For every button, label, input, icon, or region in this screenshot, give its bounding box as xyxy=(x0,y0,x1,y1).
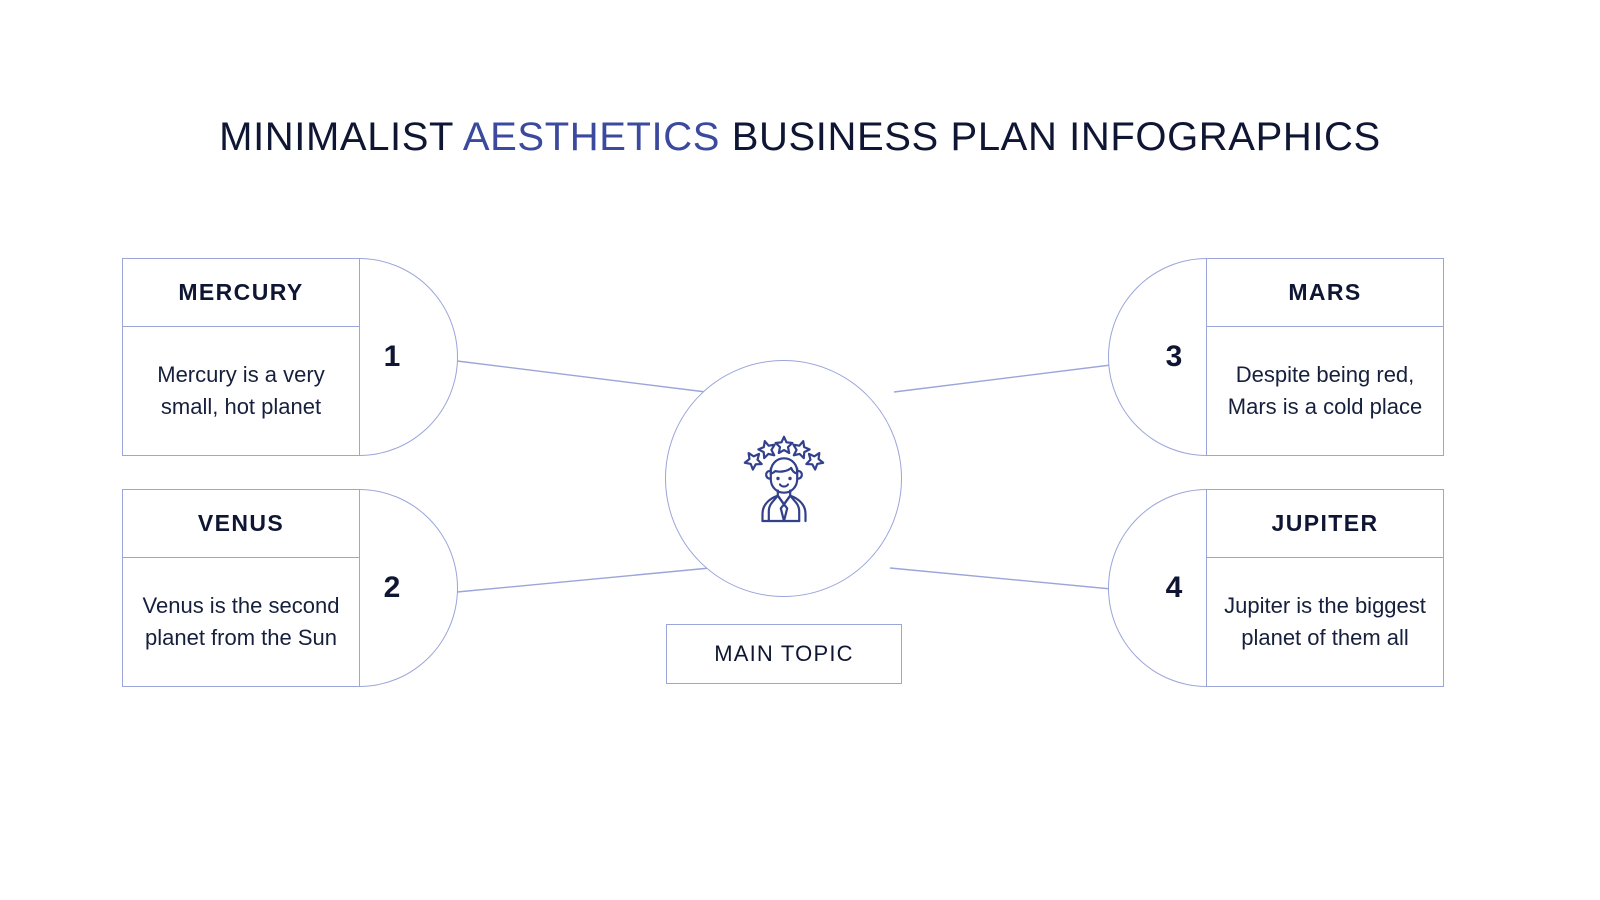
card-body-mars: MARS Despite being red, Mars is a cold p… xyxy=(1206,258,1444,456)
card-body-mercury: MERCURY Mercury is a very small, hot pla… xyxy=(122,258,360,456)
title-segment-accent: AESTHETICS xyxy=(462,114,721,159)
card-jupiter[interactable]: 4 JUPITER Jupiter is the biggest planet … xyxy=(1108,489,1444,687)
person-five-stars-icon xyxy=(743,435,824,522)
main-topic-box[interactable]: MAIN TOPIC xyxy=(666,624,902,684)
jacket-right-edge xyxy=(788,494,800,522)
card-text-mars: Despite being red, Mars is a cold place xyxy=(1227,362,1423,419)
main-topic-label: MAIN TOPIC xyxy=(714,641,854,666)
card-venus[interactable]: 2 VENUS Venus is the second planet from … xyxy=(122,489,458,687)
connector-line-1 xyxy=(456,360,707,393)
card-body-venus: VENUS Venus is the second planet from th… xyxy=(122,489,360,687)
ear-left xyxy=(764,469,772,480)
title-segment-1: MINIMALIST xyxy=(219,114,463,159)
card-text-jupiter: Jupiter is the biggest planet of them al… xyxy=(1224,593,1426,650)
connector-line-4 xyxy=(889,567,1144,593)
card-number-2: 2 xyxy=(383,571,401,604)
eye-left xyxy=(775,476,780,480)
stars-group xyxy=(743,435,824,471)
card-title-mars: MARS xyxy=(1207,259,1443,327)
card-number-badge-2: 2 xyxy=(359,489,458,687)
card-number-3: 3 xyxy=(1165,340,1183,373)
eye-right xyxy=(787,476,792,480)
connector-line-3 xyxy=(893,360,1144,393)
card-body-jupiter: JUPITER Jupiter is the biggest planet of… xyxy=(1206,489,1444,687)
card-mercury[interactable]: 1 MERCURY Mercury is a very small, hot p… xyxy=(122,258,458,456)
star-5 xyxy=(804,451,824,471)
card-number-badge-3: 3 xyxy=(1108,258,1207,456)
card-title-venus: VENUS xyxy=(123,490,359,558)
connector-line-2 xyxy=(456,567,711,593)
center-hub-circle xyxy=(665,360,902,597)
title-segment-2: BUSINESS PLAN INFOGRAPHICS xyxy=(720,114,1381,159)
star-4 xyxy=(791,439,811,459)
card-title-jupiter: JUPITER xyxy=(1207,490,1443,558)
mouth xyxy=(778,482,789,488)
shirt-lapel xyxy=(776,494,791,505)
ear-right xyxy=(795,469,803,480)
tie xyxy=(779,502,788,522)
card-text-mercury: Mercury is a very small, hot planet xyxy=(157,362,325,419)
card-number-badge-4: 4 xyxy=(1108,489,1207,687)
card-number-badge-1: 1 xyxy=(359,258,458,456)
card-mars[interactable]: 3 MARS Despite being red, Mars is a cold… xyxy=(1108,258,1444,456)
card-number-1: 1 xyxy=(383,340,401,373)
card-text-venus: Venus is the second planet from the Sun xyxy=(142,593,340,650)
star-2 xyxy=(756,439,776,459)
hair xyxy=(769,456,798,475)
page-title: MINIMALIST AESTHETICS BUSINESS PLAN INFO… xyxy=(0,115,1600,160)
card-number-4: 4 xyxy=(1165,571,1183,604)
jacket-left-edge xyxy=(767,494,779,522)
star-1 xyxy=(743,451,763,471)
star-3 xyxy=(774,435,793,454)
card-title-mercury: MERCURY xyxy=(123,259,359,327)
face-outline xyxy=(769,466,798,494)
